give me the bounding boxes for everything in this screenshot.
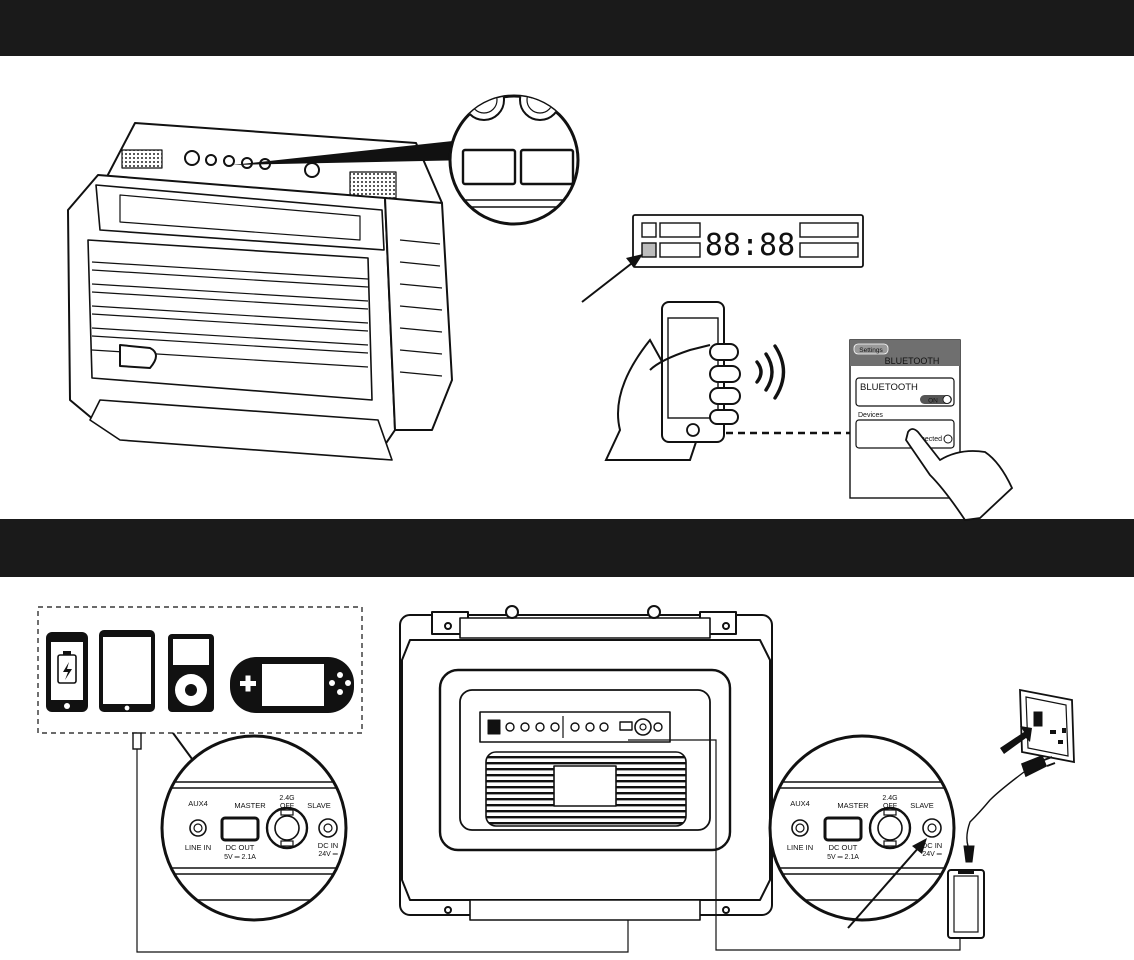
label-dc-out-right: DC OUT bbox=[829, 843, 858, 852]
arrow-to-indicator bbox=[582, 254, 643, 302]
magnifier-top-controls bbox=[450, 80, 580, 224]
power-plug bbox=[964, 756, 1055, 862]
label-aux4: AUX4 bbox=[188, 799, 208, 808]
label-dc-out-rating: 5V ═ 2.1A bbox=[224, 854, 256, 861]
device-list-item[interactable] bbox=[856, 420, 954, 448]
label-dc-out: DC OUT bbox=[226, 843, 255, 852]
label-dc-in-rating-right: 24V ═ bbox=[922, 851, 941, 858]
label-slave: SLAVE bbox=[307, 801, 331, 810]
speaker-isometric bbox=[68, 123, 452, 460]
smartphone-icon bbox=[46, 632, 88, 712]
label-aux4-right: AUX4 bbox=[790, 799, 810, 808]
label-slave-right: SLAVE bbox=[910, 801, 934, 810]
wireless-signal-icon bbox=[757, 346, 784, 398]
label-off: OFF bbox=[280, 803, 294, 810]
bluetooth-toggle-label: BLUETOOTH bbox=[860, 382, 918, 393]
phone-in-hand bbox=[606, 302, 740, 460]
bluetooth-indicator bbox=[642, 243, 656, 257]
label-2-4g-right: 2.4G bbox=[882, 795, 897, 802]
devices-label: Devices bbox=[858, 412, 883, 419]
handheld-console-icon bbox=[230, 657, 354, 713]
label-dc-out-rating-right: 5V ═ 2.1A bbox=[827, 854, 859, 861]
label-master-right: MASTER bbox=[837, 801, 869, 810]
label-2-4g: 2.4G bbox=[279, 795, 294, 802]
tablet-icon bbox=[99, 630, 155, 712]
power-adapter bbox=[948, 870, 984, 938]
label-dc-in: DC IN bbox=[318, 841, 338, 850]
settings-back-label: Settings bbox=[859, 347, 883, 354]
led-display: 88:88 bbox=[633, 215, 863, 267]
music-player-icon bbox=[168, 634, 214, 712]
label-dc-in-rating: 24V ═ bbox=[318, 851, 337, 858]
label-master: MASTER bbox=[234, 801, 266, 810]
magnifier-right-panel: AUX4 LINE IN DC OUT 5V ═ 2.1A MASTER 2.4… bbox=[760, 736, 970, 920]
label-line-in-right: LINE IN bbox=[787, 843, 813, 852]
label-line-in: LINE IN bbox=[185, 843, 211, 852]
wall-outlet bbox=[1020, 690, 1074, 762]
label-off-right: OFF bbox=[883, 803, 897, 810]
display-digits: 88:88 bbox=[705, 228, 795, 263]
screen-header-title: BLUETOOTH bbox=[885, 356, 940, 366]
bluetooth-settings-screen: Settings BLUETOOTH BLUETOOTH ON Devices … bbox=[850, 340, 1012, 520]
magnifier-left-panel: AUX4 LINE IN DC OUT 5V ═ 2.1A MASTER 2.4… bbox=[150, 736, 360, 920]
bluetooth-toggle-state: ON bbox=[928, 398, 938, 405]
